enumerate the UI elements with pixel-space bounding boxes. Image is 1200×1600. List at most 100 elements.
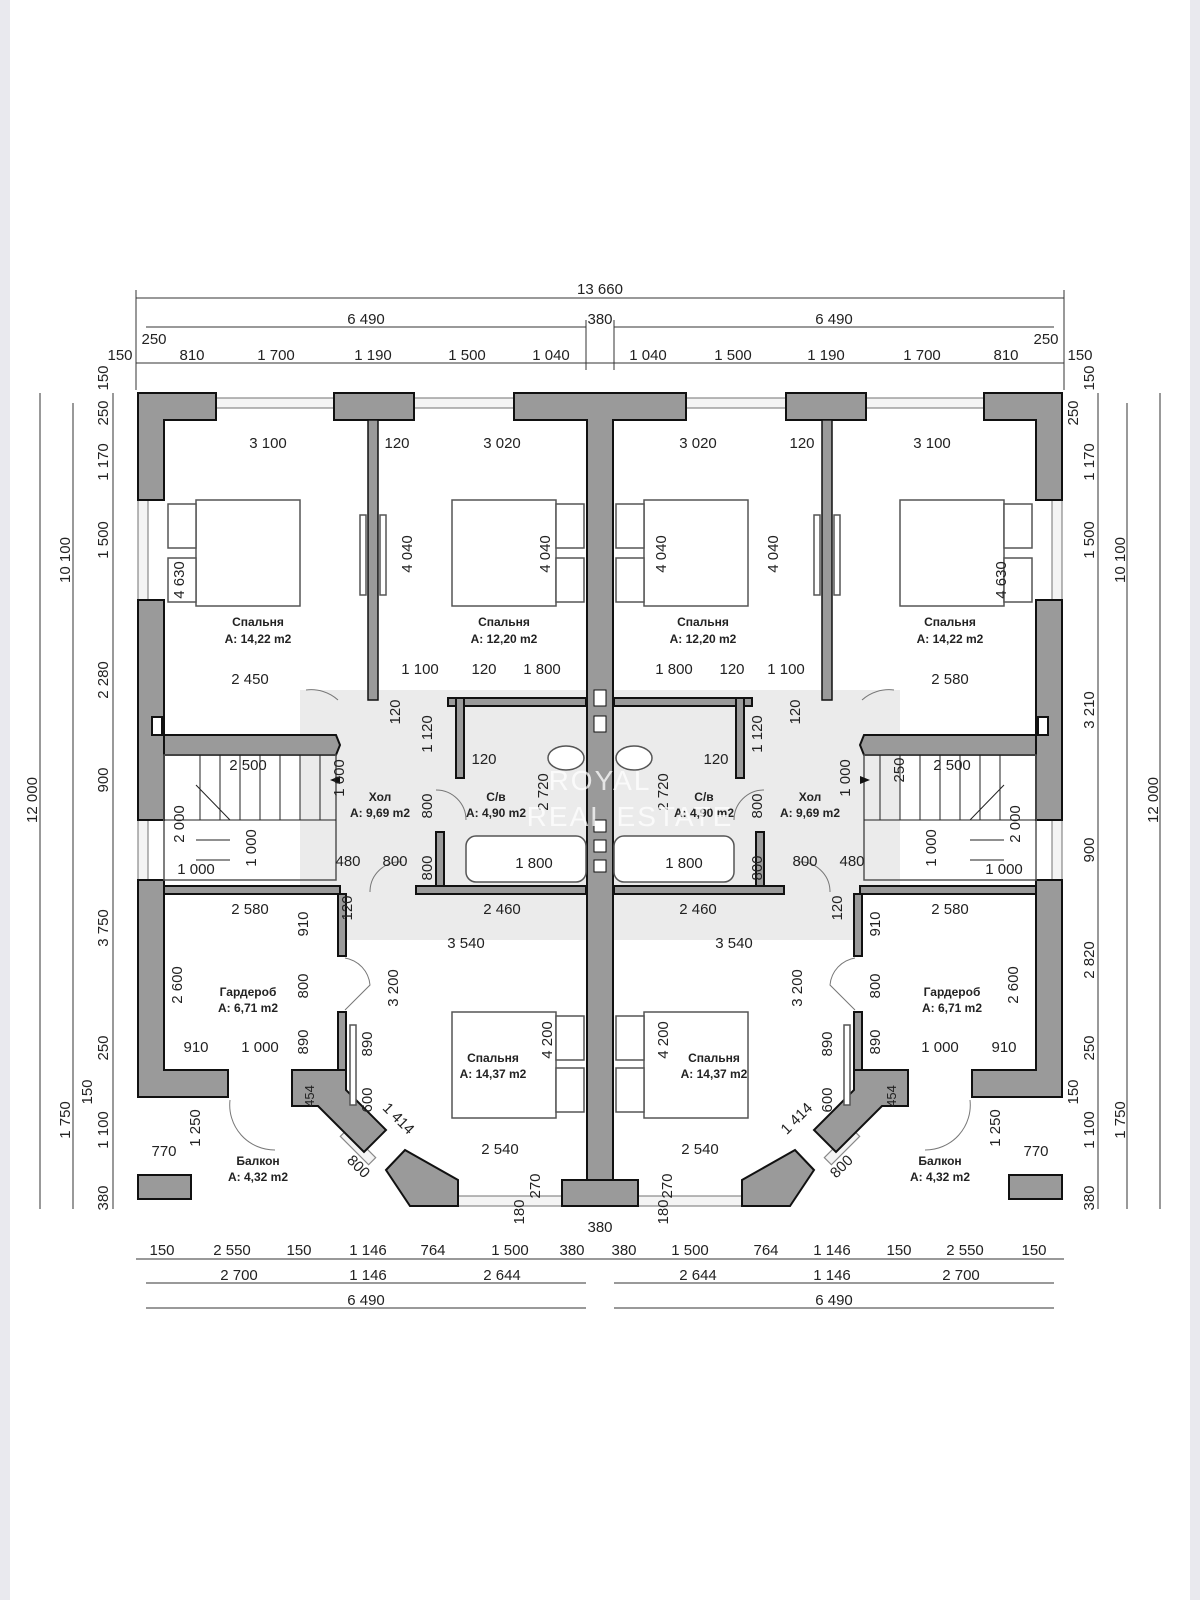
svg-text:250: 250 [891, 757, 908, 782]
svg-text:180: 180 [655, 1199, 672, 1224]
svg-text:4 200: 4 200 [539, 1021, 556, 1059]
svg-text:4 040: 4 040 [765, 535, 782, 573]
room-area-l-bed2: A: 12,20 m2 [471, 632, 538, 646]
svg-text:1 000: 1 000 [331, 759, 348, 797]
room-name-r-bed1: Спальня [924, 615, 976, 629]
dim-left-900: 900 [95, 767, 112, 792]
svg-text:2 000: 2 000 [171, 805, 188, 843]
svg-text:1 100: 1 100 [401, 661, 439, 678]
dim-right-1170: 1 170 [1081, 443, 1098, 481]
dim-right-10100: 10 100 [1112, 537, 1129, 583]
svg-text:2 540: 2 540 [481, 1141, 519, 1158]
svg-text:120: 120 [387, 699, 404, 724]
bathtub-icon [465, 835, 587, 883]
dim-top-right-250: 250 [1033, 331, 1058, 348]
svg-text:180: 180 [511, 1199, 528, 1224]
dim-bot-l-764: 764 [420, 1242, 445, 1259]
svg-text:3 100: 3 100 [249, 435, 287, 452]
left-dimensions: 12 000 10 100 1 750 150 250 1 170 1 500 … [24, 365, 114, 1211]
svg-text:890: 890 [295, 1029, 312, 1054]
room-name-l-ward: Гардероб [220, 985, 277, 999]
bed-icon [899, 499, 1005, 607]
svg-text:1 000: 1 000 [923, 829, 940, 867]
dim-top-left-250: 250 [141, 331, 166, 348]
svg-text:1 120: 1 120 [749, 715, 766, 753]
svg-text:1 120: 1 120 [419, 715, 436, 753]
svg-text:120: 120 [719, 661, 744, 678]
room-area-r-bed1: A: 14,22 m2 [917, 632, 984, 646]
svg-text:3 100: 3 100 [913, 435, 951, 452]
room-area-l-bed1: A: 14,22 m2 [225, 632, 292, 646]
dim-bot-l-2644: 2 644 [483, 1267, 521, 1284]
dim-bot-r-380: 380 [611, 1242, 636, 1259]
svg-text:2 460: 2 460 [483, 901, 521, 918]
svg-text:2 720: 2 720 [655, 773, 672, 811]
svg-text:1 000: 1 000 [837, 759, 854, 797]
svg-text:1 000: 1 000 [177, 861, 215, 878]
svg-text:2 600: 2 600 [1005, 966, 1022, 1004]
svg-text:3 200: 3 200 [385, 969, 402, 1007]
svg-text:120: 120 [787, 699, 804, 724]
dim-right-2820: 2 820 [1081, 941, 1098, 979]
bed-icon [451, 1011, 557, 1119]
svg-text:2 580: 2 580 [231, 901, 269, 918]
svg-text:1 414: 1 414 [778, 1100, 817, 1139]
room-name-l-bed3: Спальня [467, 1051, 519, 1065]
dim-left-250-bottom: 250 [95, 1035, 112, 1060]
room-name-l-hall: Хол [369, 790, 392, 804]
doors [229, 689, 971, 1151]
bathtub-icon [613, 835, 735, 883]
watermark-line-2: REAL ESTATE [527, 801, 734, 832]
dim-top-r-810: 810 [993, 347, 1018, 364]
dim-top-l-810: 810 [179, 347, 204, 364]
svg-text:3 540: 3 540 [447, 935, 485, 952]
dim-bot-l-6490: 6 490 [347, 1292, 385, 1309]
svg-text:120: 120 [703, 751, 728, 768]
dim-left-unit-width: 6 490 [347, 311, 385, 328]
svg-text:2 500: 2 500 [933, 757, 971, 774]
dim-right-1100: 1 100 [1081, 1111, 1098, 1149]
room-area-r-balc: A: 4,32 m2 [910, 1170, 970, 1184]
svg-text:910: 910 [867, 911, 884, 936]
dim-bot-r-6490: 6 490 [815, 1292, 853, 1309]
dim-left-1500: 1 500 [95, 521, 112, 559]
room-name-l-balc: Балкон [236, 1154, 279, 1168]
bed-icon [643, 1011, 749, 1119]
dim-top-r-1040: 1 040 [629, 347, 667, 364]
dim-right-1750: 1 750 [1112, 1101, 1129, 1139]
dim-top-r-1190: 1 190 [807, 347, 845, 364]
svg-text:1 800: 1 800 [515, 855, 553, 872]
interior-dimensions: 3 100 120 3 020 3 020 120 3 100 4 630 4 … [151, 435, 1048, 1225]
svg-text:1 000: 1 000 [985, 861, 1023, 878]
toilet-icon [615, 745, 653, 771]
dim-bot-r-2700: 2 700 [942, 1267, 980, 1284]
room-name-r-ward: Гардероб [924, 985, 981, 999]
svg-text:4 630: 4 630 [171, 561, 188, 599]
dim-right-380: 380 [1081, 1185, 1098, 1210]
dim-right-overall: 12 000 [1145, 777, 1162, 823]
dim-left-250-top: 250 [95, 400, 112, 425]
dim-center-wall: 380 [587, 311, 612, 328]
toilet-icon [547, 745, 585, 771]
dim-left-overall: 12 000 [24, 777, 41, 823]
room-area-r-bath: A: 4,90 m2 [674, 806, 734, 820]
dim-bot-l-1146-mid: 1 146 [349, 1267, 387, 1284]
right-dimensions: 12 000 10 100 1 750 150 250 1 170 1 500 … [1065, 365, 1162, 1210]
svg-text:4 200: 4 200 [655, 1021, 672, 1059]
dim-bot-l-2700: 2 700 [220, 1267, 258, 1284]
svg-text:270: 270 [527, 1173, 544, 1198]
dim-top-r-1700: 1 700 [903, 347, 941, 364]
svg-text:800: 800 [382, 853, 407, 870]
svg-text:454: 454 [884, 1085, 899, 1107]
svg-text:800: 800 [295, 973, 312, 998]
svg-text:2 580: 2 580 [931, 901, 969, 918]
dim-bot-r-150a: 150 [886, 1242, 911, 1259]
room-name-r-bed3: Спальня [688, 1051, 740, 1065]
bottom-dimensions: 150 2 550 150 1 146 764 1 500 380 380 1 … [136, 1219, 1064, 1309]
svg-text:890: 890 [867, 1029, 884, 1054]
bed-icon [451, 499, 557, 607]
room-area-r-hall: A: 9,69 m2 [780, 806, 840, 820]
svg-text:2 580: 2 580 [931, 671, 969, 688]
dim-top-l-1500: 1 500 [448, 347, 486, 364]
dim-top-left-150: 150 [107, 347, 132, 364]
